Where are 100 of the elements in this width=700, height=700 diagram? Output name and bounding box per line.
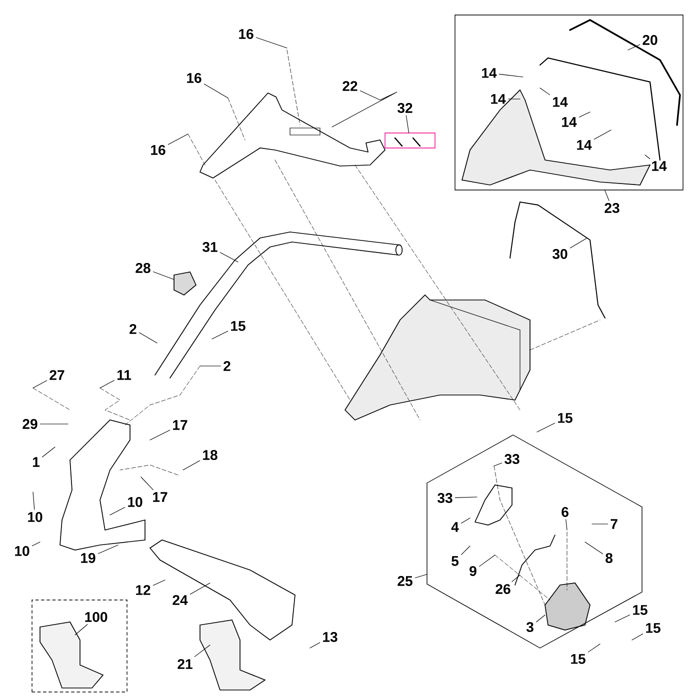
callout-number: 25 xyxy=(398,576,412,586)
leader-line xyxy=(332,90,398,128)
callout-number: 1 xyxy=(32,457,40,467)
leader-line xyxy=(32,492,35,510)
leader-line xyxy=(204,84,228,98)
leader-line xyxy=(152,272,174,280)
leader-line xyxy=(540,88,550,96)
leader-line xyxy=(139,332,158,344)
callout-number: 21 xyxy=(178,659,192,669)
leader-line xyxy=(614,614,630,622)
callout-number: 32 xyxy=(398,103,412,113)
callout-number: 9 xyxy=(470,566,476,576)
leader-line xyxy=(110,507,126,516)
callout-number: 14 xyxy=(553,97,568,107)
leader-line xyxy=(98,544,118,554)
callout-number: 13 xyxy=(323,632,338,642)
leader-line xyxy=(74,624,88,636)
callout-number: 11 xyxy=(117,370,132,380)
callout-number: 16 xyxy=(239,29,254,39)
callout-number: 15 xyxy=(558,413,572,423)
callout-number: 31 xyxy=(202,242,218,252)
leader-line xyxy=(140,476,154,490)
callout-number: 18 xyxy=(203,450,218,460)
leader-line xyxy=(190,582,210,594)
leader-line xyxy=(588,644,600,652)
leader-line xyxy=(194,644,210,657)
leader-line xyxy=(628,44,640,50)
leader-line xyxy=(461,518,470,524)
leader-line xyxy=(632,634,644,640)
callout-number: 15 xyxy=(571,654,586,664)
leader-line xyxy=(182,460,200,470)
callout-number: 10 xyxy=(28,512,42,522)
leader-line xyxy=(32,542,40,546)
leader-line xyxy=(220,252,238,262)
callout-number: 16 xyxy=(151,145,166,155)
callout-number: 7 xyxy=(610,519,618,529)
leader-line xyxy=(536,614,546,622)
callout-number: 26 xyxy=(496,584,510,594)
callout-number: 14 xyxy=(491,94,506,104)
callout-number: 20 xyxy=(642,35,658,45)
callout-number: 22 xyxy=(342,81,358,91)
leader-line xyxy=(150,430,170,440)
leader-line xyxy=(32,380,48,388)
leader-line xyxy=(512,574,520,582)
grip-drawing xyxy=(174,272,197,296)
callout-number: 33 xyxy=(438,493,452,503)
leader-line xyxy=(461,546,470,555)
callout-number: 19 xyxy=(81,553,96,563)
leader-line xyxy=(566,519,568,530)
callout-number: 100 xyxy=(85,612,108,622)
callout-number: 29 xyxy=(22,419,38,429)
callout-number: 8 xyxy=(606,553,613,564)
callout-number: 2 xyxy=(224,361,230,371)
callout-number: 5 xyxy=(452,556,459,566)
leader-line xyxy=(508,98,520,100)
callout-number: 10 xyxy=(15,546,30,556)
callout-number: 14 xyxy=(652,161,667,171)
leader-line xyxy=(578,112,590,118)
callout-number: 15 xyxy=(633,605,648,615)
callout-number: 17 xyxy=(173,420,188,430)
leader-line xyxy=(604,190,610,201)
leader-line xyxy=(168,134,188,145)
callout-number: 14 xyxy=(562,117,577,127)
leader-line xyxy=(644,154,650,160)
leader-line xyxy=(152,580,166,586)
leader-line xyxy=(454,496,478,498)
callout-number: 15 xyxy=(646,623,660,633)
callout-number: 12 xyxy=(136,585,150,595)
leader-line xyxy=(310,642,320,648)
dashed-box xyxy=(32,600,128,692)
callout-number: 2 xyxy=(130,324,136,334)
leader-line xyxy=(494,462,502,466)
callout-number: 15 xyxy=(231,321,246,331)
leader-line xyxy=(256,37,288,48)
leader-line xyxy=(100,380,114,388)
callout-number: 3 xyxy=(526,622,534,632)
callout-number: 14 xyxy=(482,68,497,78)
callout-number: 33 xyxy=(504,454,520,464)
callout-number: 16 xyxy=(187,73,202,83)
leader-line xyxy=(212,330,228,340)
callout-number: 17 xyxy=(153,492,168,502)
inset-box xyxy=(454,14,684,190)
callout-number: 6 xyxy=(562,507,568,517)
leader-line xyxy=(594,130,612,140)
leader-line xyxy=(414,574,427,578)
callout-number: 23 xyxy=(604,203,620,213)
leader-line xyxy=(584,542,604,554)
callout-number: 30 xyxy=(552,249,568,259)
leader-line xyxy=(406,115,410,133)
callout-number: 14 xyxy=(577,140,592,150)
leader-line xyxy=(498,74,524,78)
highlight-box xyxy=(384,132,436,148)
callout-number: 24 xyxy=(172,595,188,605)
callout-number: 4 xyxy=(451,522,459,532)
leader-line xyxy=(42,446,56,458)
callout-number: 27 xyxy=(50,370,64,380)
leader-line xyxy=(536,422,556,432)
callout-number: 28 xyxy=(136,263,150,273)
callout-number: 10 xyxy=(128,497,142,507)
leader-line xyxy=(570,238,588,248)
